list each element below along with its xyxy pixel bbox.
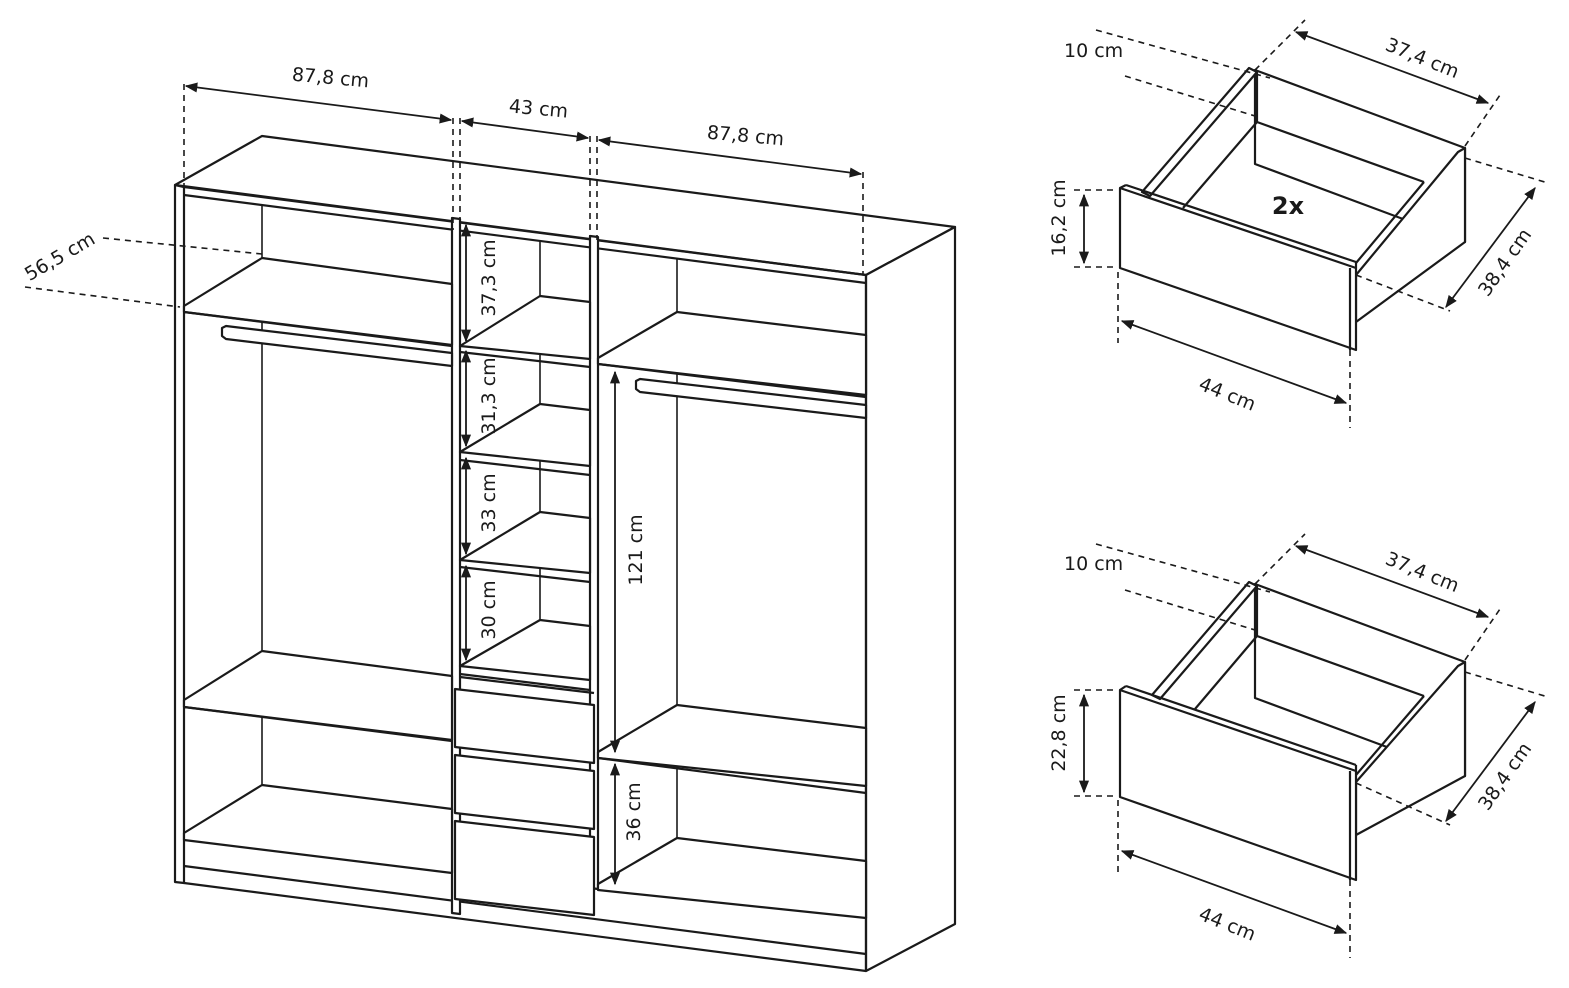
- drawer-small-front-depth: 10 cm: [1064, 40, 1123, 62]
- wardrobe-right-side: [864, 225, 957, 973]
- drawer-large-depth: 38,4 cm: [1474, 739, 1536, 815]
- right-hanging-rail: [634, 377, 868, 420]
- drawer-small-quantity: 2x: [1272, 192, 1305, 220]
- drawer-large-front-depth: 10 cm: [1064, 553, 1123, 575]
- drawer-front-3: [453, 819, 596, 917]
- left-bottom-shelf: [182, 783, 454, 875]
- drawer-small-width: 44 cm: [1196, 373, 1259, 416]
- wardrobe: 87,8 cm 43 cm 87,8 cm 56,5 cm 37,3 cm 31…: [21, 64, 957, 973]
- label-bottom-right: 36 cm: [623, 782, 645, 841]
- label-depth: 56,5 cm: [21, 228, 99, 286]
- drawer-small-inner-width: 37,4 cm: [1382, 34, 1462, 83]
- right-bottom-shelf: [596, 836, 868, 920]
- wardrobe-top: [173, 134, 957, 277]
- middle-shelf-2: [458, 402, 592, 468]
- label-shelf-2: 31,3 cm: [478, 357, 500, 434]
- label-width-right: 87,8 cm: [706, 122, 785, 151]
- drawer-large-inner-width: 37,4 cm: [1382, 548, 1462, 597]
- drawer-large: 10 cm 37,4 cm 22,8 cm 38,4 cm 44 cm: [1048, 533, 1549, 958]
- middle-shelf-1: [458, 294, 592, 361]
- drawer-small-depth: 38,4 cm: [1474, 225, 1536, 301]
- drawer-small-front: [1118, 186, 1358, 352]
- drawer-large-width: 44 cm: [1196, 903, 1259, 946]
- wardrobe-left-edge: [173, 183, 186, 885]
- label-width-middle: 43 cm: [508, 95, 569, 122]
- drawer-large-front: [1118, 688, 1358, 882]
- left-top-shelf: [182, 256, 454, 347]
- label-hanging-right: 121 cm: [625, 514, 647, 585]
- drawer-small: 10 cm 37,4 cm 16,2 cm 38,4 cm 44 cm 2x: [1048, 19, 1549, 428]
- drawer-large-height: 22,8 cm: [1048, 694, 1070, 771]
- drawer-small-height: 16,2 cm: [1048, 179, 1070, 256]
- right-top-shelf: [596, 310, 868, 397]
- label-shelf-4: 30 cm: [478, 580, 500, 639]
- label-width-left: 87,8 cm: [291, 64, 370, 93]
- middle-shelf-3: [458, 510, 592, 575]
- middle-shelf-4: [458, 618, 592, 682]
- label-shelf-1: 37,3 cm: [478, 239, 500, 316]
- left-middle-shelf: [182, 649, 454, 742]
- left-hanging-rail: [220, 324, 454, 368]
- drawer-front-1: [453, 687, 596, 765]
- drawer-front-2: [453, 753, 596, 831]
- label-shelf-3: 33 cm: [478, 473, 500, 532]
- right-middle-shelf: [596, 703, 868, 788]
